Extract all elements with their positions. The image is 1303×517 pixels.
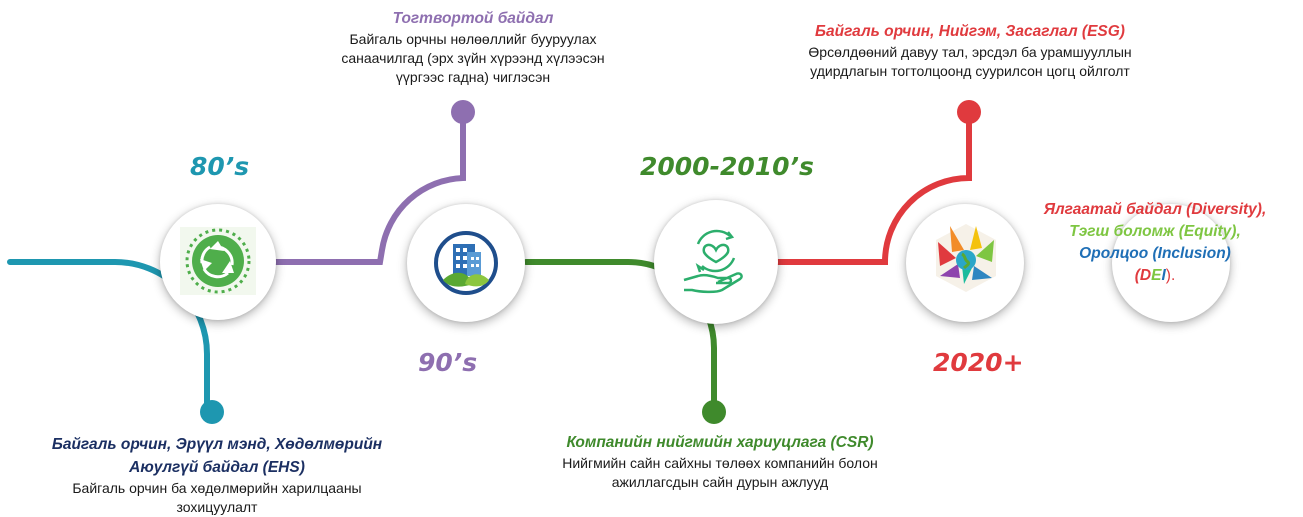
timeline-node-2020 — [957, 100, 981, 124]
dei-letter-d: D — [1139, 267, 1152, 284]
esg-description: Өрсөлдөөний давуу тал, эрсдэл ба урамшуу… — [808, 44, 1132, 79]
dei-inclusion: Оролцоо (Inclusion) — [1079, 245, 1231, 262]
green-building-icon — [434, 231, 498, 295]
dei-paren-open: ( — [1134, 267, 1140, 284]
dei-letter-i: I — [1161, 267, 1166, 284]
diversity-hands-icon — [936, 224, 996, 292]
csr-title: Компанийн нийгмийн хариуцлага (CSR) — [566, 434, 874, 451]
dei-equity: Тэгш боломж (Equity), — [1069, 223, 1241, 240]
esg-block: Байгаль орчин, Нийгэм, Засаглал (ESG) Өр… — [765, 20, 1175, 81]
era-label-2000s: 2000-2010’s — [640, 152, 814, 181]
dei-diversity: Ялгаатай байдал (Diversity), — [1043, 201, 1267, 218]
timeline-node-80s — [200, 400, 224, 424]
timeline-node-90s — [451, 100, 475, 124]
circle-dei — [1112, 204, 1230, 322]
era-label-90s: 90’s — [418, 348, 478, 377]
timeline-path-90s — [267, 117, 466, 265]
ehs-block: Байгаль орчин, Эрүүл мэнд, Хөдөлмөрийн А… — [22, 433, 412, 517]
dei-paren-close: ). — [1165, 267, 1176, 284]
timeline-path-2020 — [775, 117, 972, 265]
sustainability-description: Байгаль орчны нөлөөллийг бууруулах санаа… — [341, 31, 605, 85]
timeline-node-2000s — [702, 400, 726, 424]
dei-block: Ялгаатай байдал (Diversity), Тэгш боломж… — [1030, 199, 1280, 287]
ehs-title: Байгаль орчин, Эрүүл мэнд, Хөдөлмөрийн А… — [51, 436, 383, 476]
caring-hand-icon — [683, 229, 743, 294]
esg-title: Байгаль орчин, Нийгэм, Засаглал (ESG) — [815, 23, 1125, 40]
recycle-globe-icon — [180, 227, 256, 295]
csr-description: Нийгмийн сайн сайхны төлөөх компанийн бо… — [562, 455, 878, 490]
era-label-2020: 2020+ — [933, 348, 1024, 377]
sustainability-block: Тогтвортой байдал Байгаль орчны нөлөөлли… — [318, 7, 628, 87]
dei-acronym: (DEI). — [1030, 265, 1280, 287]
dei-letter-e: E — [1151, 267, 1162, 284]
era-label-80s: 80’s — [190, 152, 250, 181]
csr-block: Компанийн нийгмийн хариуцлага (CSR) Нийг… — [520, 431, 920, 492]
sustainability-title: Тогтвортой байдал — [392, 10, 554, 27]
ehs-description: Байгаль орчин ба хөдөлмөрийн харилцааны … — [72, 480, 362, 515]
